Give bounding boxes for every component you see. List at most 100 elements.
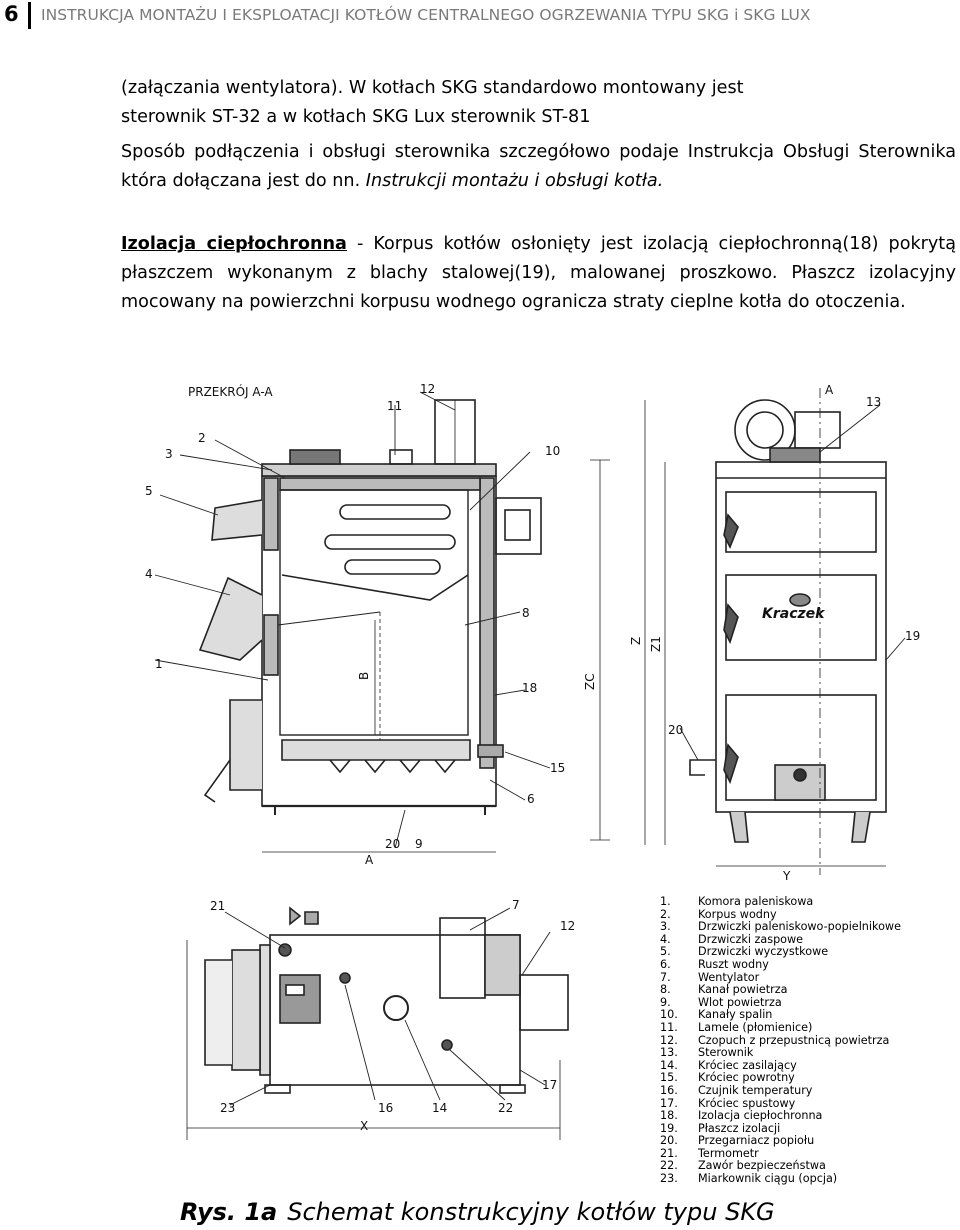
- callout-21: 21: [210, 899, 225, 913]
- wall-hatch: [479, 477, 495, 769]
- brand-logo: Kraczek: [762, 606, 826, 622]
- legend-label: Płaszcz izolacji: [698, 1121, 781, 1135]
- dim-label: A: [825, 383, 834, 397]
- legend-label: Komora paleniskowa: [698, 895, 814, 908]
- regulator: [204, 959, 232, 1066]
- top-flue: [519, 974, 569, 1031]
- caption-label: Rys. 1a: [180, 1198, 278, 1226]
- legend-number: 11.: [660, 1020, 678, 1034]
- legend-label: Korpus wodny: [698, 907, 777, 921]
- fuel-door: [198, 576, 263, 661]
- callout-1: 1: [155, 657, 163, 671]
- legend-number: 2.: [660, 907, 671, 921]
- legend-item: 15.Króciec powrotny: [660, 1072, 901, 1085]
- dim-label: ZC: [583, 673, 597, 690]
- legend-number: 14.: [660, 1058, 678, 1072]
- callout-5: 5: [145, 484, 153, 498]
- legend-item: 4.Drzwiczki zaspowe: [660, 932, 901, 947]
- legend-label: Drzwiczki wyczystkowe: [698, 945, 829, 959]
- legend-number: 12.: [660, 1033, 678, 1047]
- legend-label: Czujnik temperatury: [698, 1083, 813, 1097]
- callout-15: 15: [550, 761, 565, 775]
- return-pipe: [477, 744, 504, 758]
- legend-item: 11.Lamele (płomienice): [660, 1020, 901, 1035]
- section-view: [154, 391, 610, 853]
- flue-lamella: [339, 504, 451, 520]
- callout-20: 20: [668, 723, 683, 737]
- callout-9: 9: [415, 837, 423, 851]
- legend-number: 4.: [660, 932, 671, 946]
- legend-item: 19. Płaszcz izolacji: [660, 1121, 901, 1136]
- chimney-outlet: [495, 497, 542, 555]
- legend-number: 23.: [660, 1172, 678, 1186]
- legend-label: Wlot powietrza: [698, 995, 782, 1009]
- page-header: 6 INSTRUKCJA MONTAŻU I EKSPLOATACJI KOTŁ…: [0, 0, 960, 34]
- legend-label: Czopuch z przepustnicą powietrza: [698, 1033, 890, 1047]
- callout-8: 8: [522, 606, 530, 620]
- legend-label: Miarkownik ciągu (opcja): [698, 1172, 838, 1186]
- technical-drawing: PRZEKRÓJ A-A Kraczek A B ZC Z Z1 Y X A 1…: [145, 382, 920, 1140]
- legend-number: 16.: [660, 1083, 678, 1097]
- top-controller: [279, 974, 321, 1024]
- legend-item: 7.Wentylator: [660, 970, 901, 985]
- paragraph-line: sterownik ST-32 a w kotłach SKG Lux ster…: [121, 107, 591, 127]
- chimney-flap: [504, 509, 531, 541]
- legend-number: 13.: [660, 1046, 678, 1060]
- legend-number: 8.: [660, 983, 671, 997]
- dim-label: X: [360, 1119, 368, 1133]
- callout-12: 12: [560, 919, 575, 933]
- callout-20: 20: [385, 837, 400, 851]
- legend-item: 23. Miarkownik ciągu (opcja): [660, 1172, 901, 1186]
- legend-label: Izolacja ciepłochronna: [698, 1109, 823, 1123]
- wall-hatch: [263, 477, 279, 551]
- caption-text: Schemat konstrukcyjny kotłów typu SKG: [287, 1198, 775, 1226]
- paragraph-instructions: Sposób podłączenia i obsługi sterownika …: [121, 138, 956, 196]
- cleaning-door: [211, 499, 263, 541]
- legend-item: 8.Kanał powietrza: [660, 983, 901, 997]
- term-heading: Izolacja ciepłochronna: [121, 234, 347, 254]
- top-fan: [439, 917, 486, 999]
- callout-7: 7: [512, 898, 520, 912]
- combustion-chamber: [279, 489, 469, 736]
- legend-label: Termometr: [698, 1146, 759, 1160]
- legend-label: Sterownik: [698, 1046, 754, 1060]
- flue-lamella: [344, 559, 441, 575]
- grate: [281, 739, 471, 761]
- callout-13: 13: [866, 395, 881, 409]
- grate-teeth: [329, 759, 456, 774]
- legend-number: 1.: [660, 895, 671, 908]
- ash-door: [229, 699, 262, 791]
- front-door-top: [725, 491, 877, 553]
- wall-hatch: [279, 477, 481, 491]
- legend-item: 10.Kanały spalin: [660, 1009, 901, 1022]
- legend-item: 14. Króciec zasilający: [660, 1058, 901, 1073]
- baffle: [281, 574, 469, 601]
- legend-item: 18.Izolacja ciepłochronna: [660, 1109, 901, 1123]
- paragraph-italic: Instrukcji montażu i obsługi kotła.: [365, 171, 664, 191]
- flue-lamella: [324, 534, 456, 550]
- legend-item: 22. Zawór bezpieczeństwa: [660, 1160, 901, 1173]
- flue-collar: [389, 449, 413, 465]
- legend-label: Ruszt wodny: [698, 957, 769, 971]
- callout-18: 18: [522, 681, 537, 695]
- legend-number: 3.: [660, 920, 671, 934]
- figure-caption: Rys. 1a Schemat konstrukcyjny kotłów typu…: [180, 1198, 775, 1226]
- paragraph-line: (załączania wentylatora). W kotłach SKG …: [121, 78, 744, 98]
- legend-label: Zawór bezpieczeństwa: [698, 1159, 826, 1173]
- legend-number: 19.: [660, 1121, 678, 1135]
- legend-label: Króciec zasilający: [698, 1058, 797, 1072]
- wall-hatch: [263, 614, 279, 676]
- legend-item: 13. Sterownik: [660, 1046, 901, 1060]
- page-number: 6: [4, 2, 19, 26]
- callout-22: 22: [498, 1101, 513, 1115]
- callout-19: 19: [905, 629, 920, 643]
- legend-number: 15.: [660, 1071, 678, 1085]
- legend-label: Wentylator: [698, 970, 760, 984]
- legend-number: 20.: [660, 1134, 678, 1148]
- legend-number: 22.: [660, 1159, 678, 1173]
- supply-port: [383, 995, 409, 1021]
- dim-label: A: [365, 853, 374, 867]
- dim-label: Y: [782, 869, 791, 883]
- legend-item: 12. Czopuch z przepustnicą powietrza: [660, 1033, 901, 1048]
- legend-item: 21.Termometr: [660, 1146, 901, 1161]
